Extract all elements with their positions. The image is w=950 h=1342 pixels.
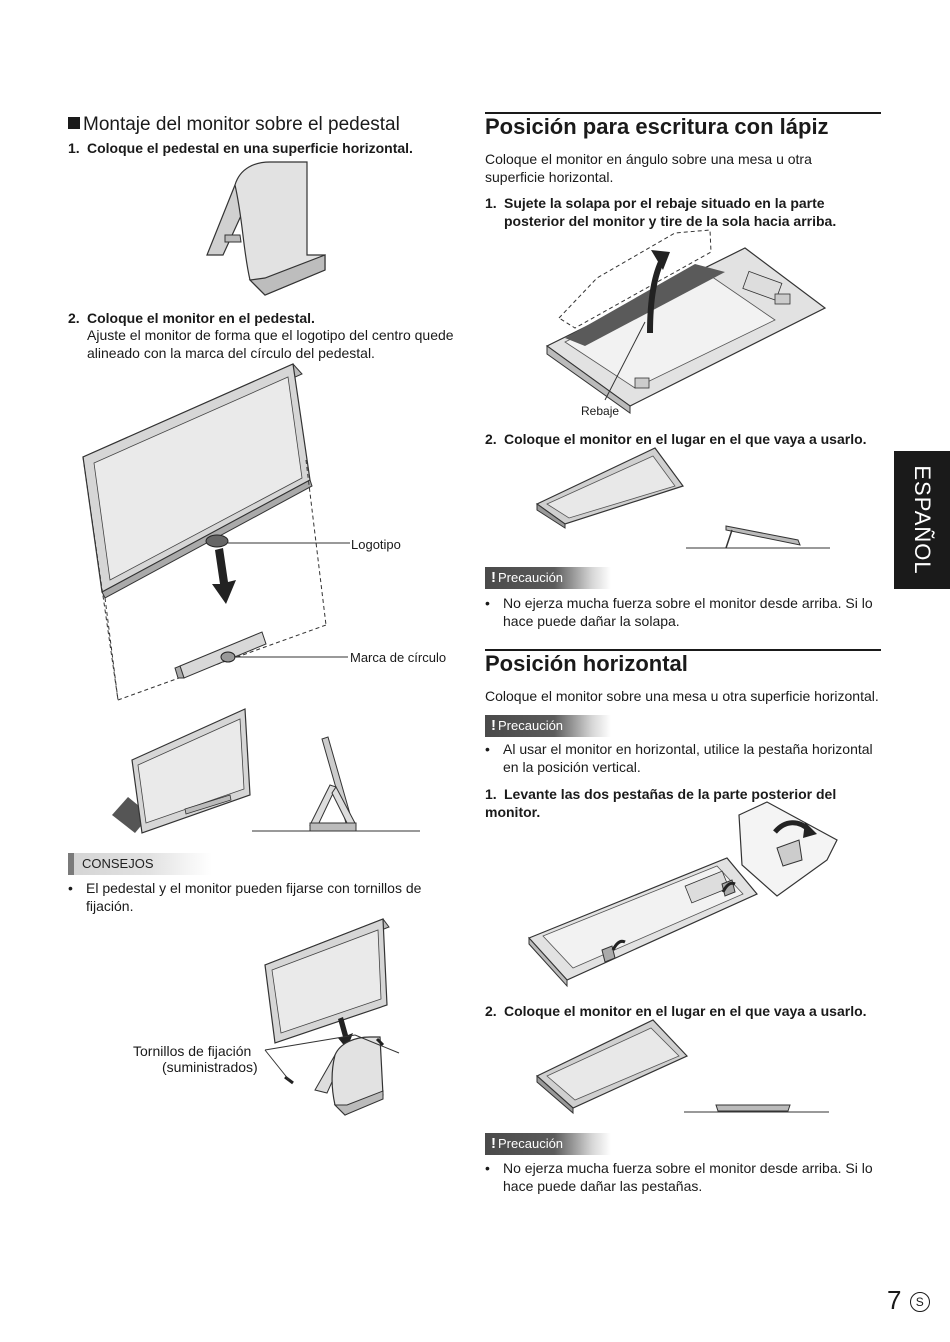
exclamation-icon: ! (491, 1135, 496, 1152)
mount-step-1: 1.Coloque el pedestal en una superficie … (68, 140, 413, 156)
horizontal-intro: Coloque el monitor sobre una mesa u otra… (485, 688, 879, 704)
label-screws-line2: (suministrados) (162, 1059, 258, 1075)
horizontal-position-title: Posición horizontal (485, 651, 688, 676)
mount-step-2-desc: Ajuste el monitor de forma que el logoti… (87, 327, 454, 361)
exclamation-icon: ! (491, 569, 496, 586)
page-number: 7 S (887, 1285, 930, 1316)
pen-caution-bullet: • No ejerza mucha fuerza sobre el monito… (485, 595, 873, 629)
mount-step-2: 2.Coloque el monitor en el pedestal. (68, 310, 315, 326)
monitor-flat-side-illustration (684, 1104, 829, 1113)
circled-s-icon: S (909, 1292, 930, 1312)
horizontal-step-1: 1.Levante las dos pestañas de la parte p… (485, 786, 837, 820)
label-rebaje: Rebaje (581, 404, 620, 418)
pen-caution-badge: !Precaución (485, 567, 611, 589)
pen-title-rule (485, 112, 881, 114)
monitor-flat-illustration (535, 1019, 689, 1115)
pen-step-1: 1.Sujete la solapa por el rebaje situado… (485, 195, 837, 229)
pen-position-title: Posición para escritura con lápiz (485, 114, 829, 139)
horizontal-caution1-badge: !Precaución (485, 715, 611, 737)
monitor-mounting-illustration (82, 363, 350, 701)
monitor-mounted-side-illustration (252, 736, 420, 832)
pen-step-2: 2.Coloque el monitor en el lugar en el q… (485, 431, 867, 447)
horizontal-title-rule (485, 649, 881, 651)
horizontal-caution2-badge: !Precaución (485, 1133, 611, 1155)
monitor-back-flap-illustration (545, 229, 827, 414)
label-logotipo: Logotipo (351, 537, 401, 552)
screws-illustration (264, 918, 400, 1116)
exclamation-icon: ! (491, 717, 496, 734)
horizontal-step-2: 2.Coloque el monitor en el lugar en el q… (485, 1003, 867, 1019)
language-side-tab: ESPAÑOL (894, 451, 950, 589)
label-marca-circulo: Marca de círculo (350, 650, 447, 665)
black-square-icon (68, 117, 80, 129)
section-title-mounting: Montaje del monitor sobre el pedestal (68, 114, 400, 136)
monitor-pen-side-illustration (686, 525, 830, 549)
tips-badge: CONSEJOS (68, 853, 212, 875)
horizontal-caution1-bullet: • Al usar el monitor en horizontal, util… (485, 741, 873, 775)
horizontal-caution2-bullet: • No ejerza mucha fuerza sobre el monito… (485, 1160, 873, 1194)
tips-bullet: • El pedestal y el monitor pueden fijars… (68, 880, 422, 914)
pen-intro: Coloque el monitor en ángulo sobre una m… (485, 151, 812, 185)
monitor-mounted-front-illustration (112, 708, 251, 834)
monitor-pen-position-illustration (535, 447, 684, 529)
label-screws-line1: Tornillos de fijación (133, 1043, 252, 1059)
monitor-back-tabs-illustration (527, 801, 838, 988)
stand-illustration (206, 161, 326, 296)
